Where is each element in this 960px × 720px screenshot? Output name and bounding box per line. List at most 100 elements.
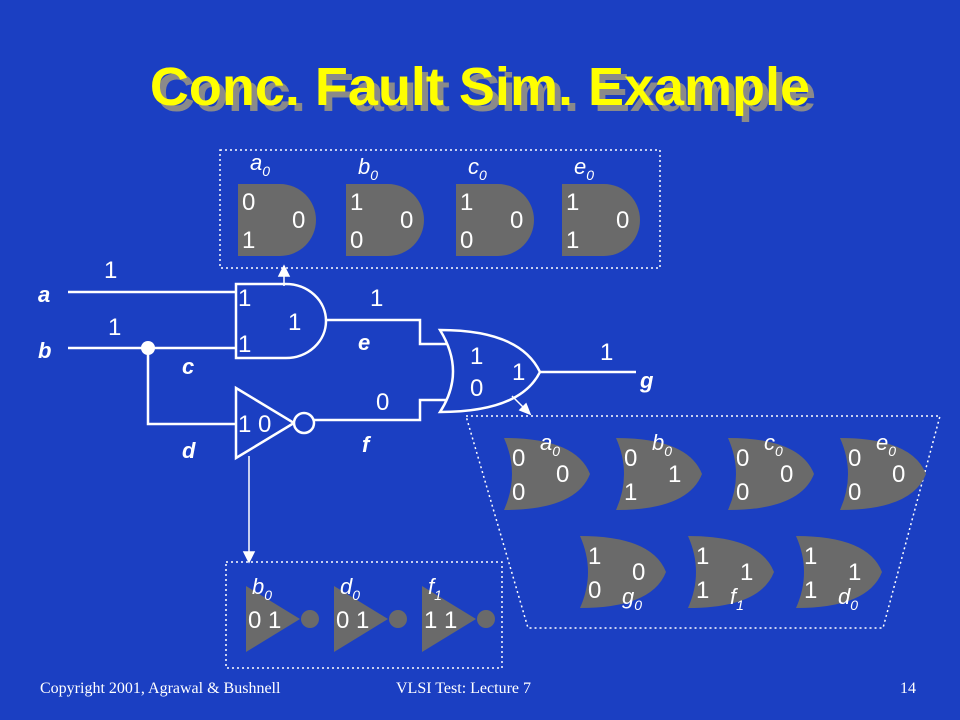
signal-f-label: f bbox=[362, 432, 372, 457]
pointer-arrows bbox=[242, 264, 532, 564]
signal-g-label: g bbox=[639, 368, 654, 393]
fault-label: b0 bbox=[252, 574, 272, 603]
arrow-diag bbox=[518, 402, 532, 416]
fault-label: f1 bbox=[428, 574, 442, 603]
fault-gate-body bbox=[422, 586, 476, 652]
fault-input1: 1 bbox=[588, 543, 601, 570]
fault-input2: 1 bbox=[624, 479, 637, 506]
value-a: 1 bbox=[104, 257, 117, 284]
fault-label: e0 bbox=[876, 430, 896, 459]
wire-f bbox=[314, 398, 452, 422]
fault-output: 0 bbox=[510, 207, 523, 234]
fault-label: b0 bbox=[652, 430, 672, 459]
wires bbox=[68, 290, 636, 426]
not-gate bbox=[234, 385, 297, 461]
fault-input2: 1 bbox=[242, 227, 255, 254]
fault-output: 0 bbox=[616, 207, 629, 234]
fault-label: a0 bbox=[540, 430, 560, 459]
or-output-value: 1 bbox=[512, 359, 525, 386]
fault-label: c0 bbox=[764, 430, 783, 459]
fault-input2: 1 bbox=[566, 227, 579, 254]
fault-gate-body bbox=[840, 438, 926, 510]
fault-gate-bubble bbox=[301, 610, 319, 628]
fault-io-values: 0 1 bbox=[248, 607, 281, 634]
slide-title: Conc. Fault Sim. Example bbox=[149, 57, 811, 117]
fault-input2: 0 bbox=[512, 479, 525, 506]
fault-label: e0 bbox=[574, 154, 594, 183]
fault-output: 0 bbox=[780, 461, 793, 488]
value-e: 1 bbox=[370, 285, 383, 312]
fault-input2: 0 bbox=[460, 227, 473, 254]
and-output-value: 1 bbox=[288, 309, 301, 336]
wire-e bbox=[318, 318, 452, 346]
fault-input1: 0 bbox=[736, 445, 749, 472]
fault-gate-body bbox=[238, 184, 316, 256]
arrow-up bbox=[277, 264, 291, 277]
fault-input1: 1 bbox=[350, 189, 363, 216]
fault-label: c0 bbox=[468, 154, 487, 183]
fault-io-values: 1 1 bbox=[424, 607, 457, 634]
or-gate bbox=[437, 328, 542, 414]
fault-input2: 0 bbox=[350, 227, 363, 254]
fault-gate-body bbox=[616, 438, 702, 510]
and-input2-value: 1 bbox=[238, 331, 251, 358]
fault-input2: 0 bbox=[588, 577, 601, 604]
not-fault-gate-f1: f11 1 bbox=[422, 574, 495, 652]
and-input1-value: 1 bbox=[238, 285, 251, 312]
footer-copyright: Copyright 2001, Agrawal & Bushnell bbox=[40, 680, 281, 697]
fault-gate-body bbox=[580, 536, 666, 608]
fault-gate-body bbox=[504, 438, 590, 510]
fault-gate-bubble bbox=[389, 610, 407, 628]
fault-label: b0 bbox=[358, 154, 378, 183]
value-f: 0 bbox=[376, 389, 389, 416]
signal-a-label: a bbox=[38, 282, 50, 307]
fault-io-values: 0 1 bbox=[336, 607, 369, 634]
fault-gate-body bbox=[728, 438, 814, 510]
signal-d-label: d bbox=[182, 438, 196, 463]
fault-input1: 1 bbox=[696, 543, 709, 570]
fault-gate-body bbox=[796, 536, 882, 608]
fault-label: a0 bbox=[250, 150, 270, 179]
signal-b-label: b bbox=[38, 338, 51, 363]
or-input2-value: 0 bbox=[470, 375, 483, 402]
fault-output: 0 bbox=[556, 461, 569, 488]
fault-input2: 1 bbox=[804, 577, 817, 604]
and-fault-gate-a0: a0 0 1 0 bbox=[238, 150, 316, 256]
not-fault-list-box bbox=[225, 561, 503, 669]
fault-gate-body bbox=[334, 586, 388, 652]
title-shadow: Conc. Fault Sim. Example bbox=[155, 63, 817, 123]
fault-input1: 0 bbox=[512, 445, 525, 472]
signal-e-label: e bbox=[358, 330, 370, 355]
fault-gate-body bbox=[246, 586, 300, 652]
fault-input1: 0 bbox=[242, 189, 255, 216]
not-fault-gate-d0: d00 1 bbox=[334, 574, 407, 652]
fault-input1: 0 bbox=[624, 445, 637, 472]
fault-output: 1 bbox=[848, 559, 861, 586]
fault-input2: 0 bbox=[848, 479, 861, 506]
fault-output: 1 bbox=[668, 461, 681, 488]
fault-gate-body bbox=[346, 184, 424, 256]
fault-input1: 1 bbox=[804, 543, 817, 570]
fault-gate-body bbox=[688, 536, 774, 608]
and-fault-list-box bbox=[219, 149, 661, 269]
fanout-dot bbox=[141, 341, 155, 355]
fault-output: 0 bbox=[292, 207, 305, 234]
fault-output: 0 bbox=[892, 461, 905, 488]
or-fault-list-box bbox=[464, 415, 941, 629]
fault-output: 1 bbox=[740, 559, 753, 586]
not-fault-gate-b0: b00 1 bbox=[246, 574, 319, 652]
footer-page-number: 14 bbox=[900, 680, 916, 697]
and-gate bbox=[234, 282, 328, 360]
